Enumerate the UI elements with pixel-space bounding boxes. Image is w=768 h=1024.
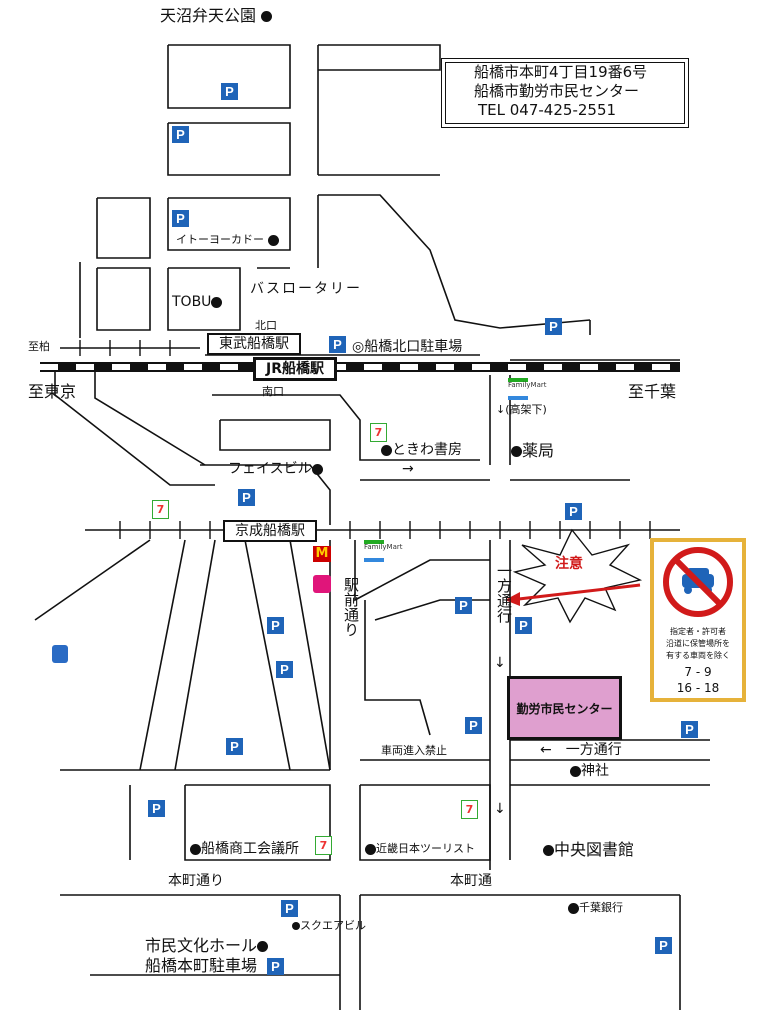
location-dot-icon: [211, 296, 223, 308]
parking-icon: P: [281, 900, 298, 917]
address-line1: 船橋市本町4丁目19番6号: [474, 63, 648, 81]
notice-line3: 有する車両を除く: [666, 651, 730, 660]
chamber-commerce-label: 船橋商工会議所: [190, 842, 299, 856]
kinro-center-box: 勤労市民センター: [507, 676, 622, 740]
parking-icon: P: [238, 489, 255, 506]
keisei-station-box: 京成船橋駅: [223, 520, 317, 543]
notice-time1: 7 - 9: [684, 665, 712, 679]
address-box: 船橋市本町4丁目19番6号 船橋市勤労市民センター TEL 047-425-25…: [441, 58, 689, 128]
north-exit-label: 北口: [255, 319, 277, 332]
shrine-label: 神社: [570, 764, 609, 778]
mcdonalds-icon: M: [313, 546, 331, 562]
keisei-railway: [85, 521, 680, 539]
location-dot-icon: [267, 234, 279, 246]
parking-icon: P: [329, 336, 346, 353]
location-dot-icon: [311, 463, 323, 475]
tokiwa-books-label: ときわ書房: [381, 443, 462, 457]
amanuma-park-label: 天沼弁天公園: [160, 8, 273, 24]
familymart-icon: FamilyMart: [508, 378, 546, 400]
parking-icon: P: [172, 126, 189, 143]
tobu-railway: [60, 340, 200, 356]
one-way-vertical-label: 一方通行: [495, 563, 513, 623]
notice-line1: 指定者・許可者: [670, 627, 726, 636]
address-line3: TEL 047-425-2551: [478, 101, 617, 119]
familymart-icon: FamilyMart: [364, 540, 402, 562]
central-library-label: 中央図書館: [543, 842, 634, 858]
ekimae-street-label: 駅前通り: [342, 577, 360, 637]
arrow-right-label: →: [402, 461, 414, 477]
block: [167, 44, 291, 109]
location-dot-icon: [568, 902, 579, 914]
pharmacy-label: 薬局: [511, 443, 554, 459]
caution-label: 注意: [555, 556, 583, 572]
location-dot-icon: [257, 941, 269, 952]
to-chiba-label: 至千葉: [628, 382, 677, 401]
arrow-down-label-2: ↓: [494, 801, 506, 817]
traffic-notice-panel: 指定者・許可者 沿道に保管場所を 有する車両を除く 7 - 9 16 - 18: [650, 538, 746, 702]
no-vehicles-sign-icon: [663, 547, 733, 617]
seven-eleven-icon: 7: [152, 500, 169, 519]
location-dot-icon: [543, 845, 554, 856]
parking-icon: P: [455, 597, 472, 614]
parking-icon: P: [172, 210, 189, 227]
block: [167, 122, 291, 176]
parking-icon: P: [226, 738, 243, 755]
jr-station-box: JR船橋駅: [253, 357, 337, 382]
parking-icon: P: [681, 721, 698, 738]
address-line2: 船橋市勤労市民センター: [474, 82, 640, 100]
to-tokyo-label: 至東京: [28, 382, 77, 401]
seven-eleven-icon: 7: [315, 836, 332, 855]
bank-icon: [52, 645, 68, 663]
parking-icon: P: [276, 661, 293, 678]
caution-burst: [512, 528, 643, 624]
bus-rotary-label: バスロータリー: [250, 281, 362, 297]
honcho-street-label: 本町通り: [168, 873, 224, 889]
parking-icon: P: [545, 318, 562, 335]
parking-icon: P: [267, 617, 284, 634]
seven-eleven-icon: 7: [461, 800, 478, 819]
tobu-label: TOBU: [172, 295, 223, 309]
location-dot-icon: [381, 444, 392, 456]
south-exit-label: 南口: [262, 385, 284, 398]
location-dot-icon: [292, 922, 300, 930]
location-dot-icon: [511, 446, 522, 457]
to-kashiwa-label: 至柏: [28, 340, 50, 353]
parking-icon: P: [465, 717, 482, 734]
parking-icon: P: [565, 503, 582, 520]
under-viaduct-label: ↓(高架下): [496, 403, 547, 416]
north-parking-label: ◎船橋北口駐車場: [352, 339, 463, 355]
honcho-street-label-2: 本町通: [450, 873, 492, 889]
honcho-parking-label: 船橋本町駐車場: [145, 956, 258, 975]
caution-arrow: [509, 583, 641, 602]
seven-eleven-icon: 7: [370, 423, 387, 442]
square-building-label: スクエアビル: [292, 920, 366, 931]
culture-hall-label: 市民文化ホール: [145, 938, 269, 954]
face-building-label: フェイスビル: [228, 462, 323, 476]
notice-time2: 16 - 18: [676, 681, 720, 695]
arrow-down-label-1: ↓: [494, 655, 506, 671]
parking-icon: P: [148, 800, 165, 817]
parking-icon: P: [515, 617, 532, 634]
tobu-station-box: 東武船橋駅: [207, 333, 301, 356]
parking-icon: P: [221, 83, 238, 100]
location-dot-icon: [365, 843, 376, 855]
itoyokado-label: イトーヨーカドー: [176, 234, 279, 246]
parking-icon: P: [267, 958, 284, 975]
no-entry-label: 車両進入禁止: [381, 744, 447, 757]
shop-icon: [313, 575, 331, 593]
location-dot-icon: [570, 765, 581, 777]
chiba-bank-label: 千葉銀行: [568, 902, 623, 914]
notice-line2: 沿道に保管場所を: [666, 639, 730, 648]
one-way-label: ← 一方通行: [540, 742, 622, 758]
parking-icon: P: [655, 937, 672, 954]
location-dot-icon: [261, 11, 273, 22]
kinki-tourist-label: 近畿日本ツーリスト: [365, 843, 475, 855]
location-dot-icon: [190, 843, 201, 855]
